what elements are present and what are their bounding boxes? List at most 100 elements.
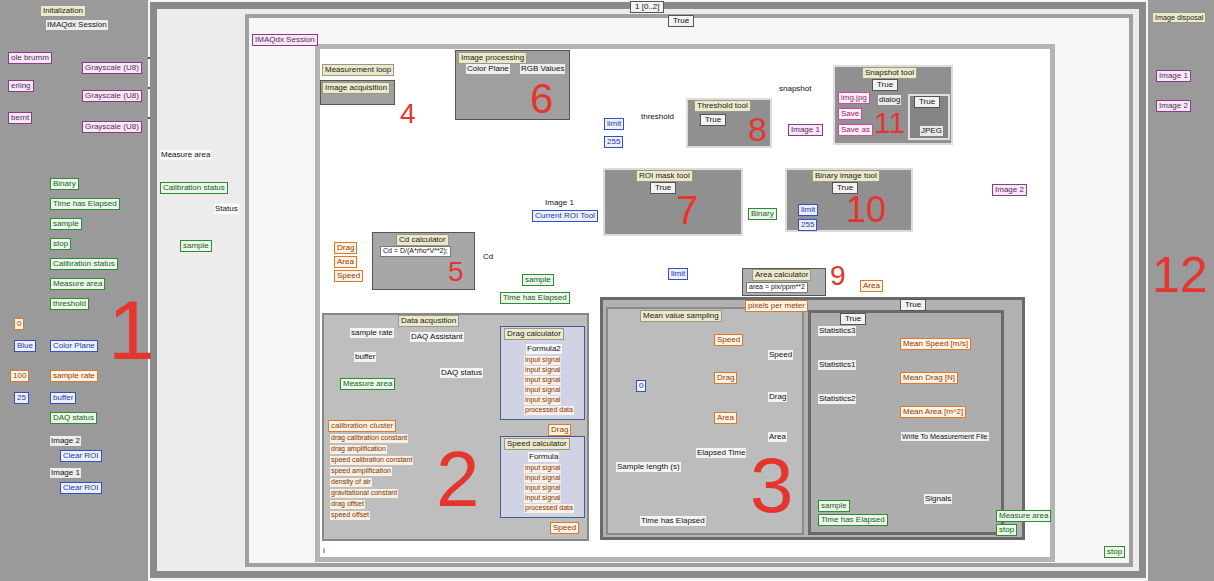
text-label: Area [768, 432, 787, 442]
cluster-element: density of air [330, 478, 372, 487]
boolean-terminal: Calibration status [160, 182, 228, 194]
integer-terminal: Blue [14, 340, 36, 352]
boolean-terminal: DAQ status [50, 412, 97, 424]
text-label: snapshot [778, 84, 812, 94]
structure-label: Area calculator [752, 269, 811, 281]
case-structure: ROI mask toolTrue [603, 168, 743, 236]
callout-number: 7 [676, 190, 698, 230]
numeric-terminal: Mean Drag [N] [900, 372, 958, 384]
callout-number: 8 [748, 112, 767, 146]
text-label: Image 1 [544, 198, 575, 208]
text-label: Elapsed Time [696, 448, 746, 458]
structure-label: Mean value sampling [640, 310, 722, 322]
text-label: Cd [482, 252, 494, 262]
image-terminal: erling [8, 80, 34, 92]
text-label: RGB Values [520, 64, 565, 74]
cluster-element: input signal [524, 366, 561, 375]
case-selector: True [700, 114, 726, 126]
structure-label: Image acquisition [322, 82, 390, 94]
integer-terminal: 25 [14, 392, 29, 404]
numeric-terminal: Drag [548, 424, 571, 436]
integer-terminal: limit [604, 118, 624, 130]
structure-label: Data acqusition [398, 315, 459, 327]
case-structure: TrueMeasurement loopImage acquisitionIma… [245, 14, 1133, 567]
structure-label: Threshold tool [694, 100, 751, 112]
case-selector: True [840, 313, 866, 325]
text-label: DAQ status [440, 368, 483, 378]
text-label: buffer [354, 352, 376, 362]
boolean-terminal: threshold [50, 298, 89, 310]
text-label: i [322, 546, 326, 556]
callout-number: 11 [874, 108, 905, 138]
numeric-terminal: Area [714, 412, 737, 424]
structure-label: Binary image tool [812, 170, 880, 182]
text-label: Statistics2 [818, 394, 856, 404]
structure-label: Speed calculator [504, 438, 570, 450]
string-constant: Save as [838, 124, 873, 136]
string-constant: Save [838, 108, 862, 120]
case-selector: True [872, 79, 898, 91]
image-terminal: bernt [8, 112, 32, 124]
cluster-element: input signal [524, 386, 561, 395]
callout-number: 1 [108, 288, 155, 372]
cluster-element: speed calibration constant [330, 456, 413, 465]
text-label: Image 2 [50, 436, 81, 446]
numeric-terminal: 100 [10, 370, 29, 382]
callout-number: 6 [530, 78, 553, 120]
integer-terminal: 0 [636, 380, 646, 392]
subvi-block: Image acquisition [320, 80, 395, 105]
cluster-element: processed data [524, 406, 574, 415]
callout-number: 9 [830, 262, 846, 290]
case-selector: True [668, 15, 694, 27]
cluster-element: input signal [524, 494, 561, 503]
callout-number: 3 [750, 446, 793, 524]
cluster-element: drag calibration constant [330, 434, 408, 443]
numeric-terminal: Drag [714, 372, 737, 384]
structure-label: Initalization [40, 5, 86, 17]
structure-label: Image disposal [1152, 12, 1206, 23]
image-terminal: Grayscale (U8) [82, 90, 142, 102]
text-label: Measure area [160, 150, 211, 160]
text-label: Speed [768, 350, 793, 360]
boolean-terminal: Measure area [50, 278, 105, 290]
structure-label: Image processing [458, 52, 527, 64]
formula-node: Area calculatorarea = pix/ppm**2 [742, 268, 826, 296]
case-selector: True [914, 96, 940, 108]
image-terminal: Grayscale (U8) [82, 121, 142, 133]
string-constant: img.jpg [838, 92, 870, 104]
text-label: Time has Elapsed [640, 516, 706, 526]
cluster-element: drag amplification [330, 445, 387, 454]
boolean-terminal: Measure area [996, 510, 1051, 522]
text-label: Signals [924, 494, 952, 504]
text-label: Formula2 [526, 344, 562, 354]
text-label: Status [214, 204, 239, 214]
text-label: Color Plane [466, 64, 510, 74]
integer-terminal: Clear ROI [60, 450, 102, 462]
cluster-element: processed data [524, 504, 574, 513]
structure-label: Cd calculator [396, 234, 449, 246]
integer-terminal: buffer [50, 392, 76, 404]
boolean-terminal: Measure area [340, 378, 395, 390]
numeric-terminal: sample rate [50, 370, 98, 382]
boolean-terminal: Time has Elapsed [50, 198, 120, 210]
case-structure: TrueMean value samplingTrue [600, 297, 1025, 540]
image-terminal: IMAQdx Session [252, 34, 318, 46]
numeric-terminal: Area [860, 280, 883, 292]
numeric-terminal: Speed [714, 334, 743, 346]
integer-terminal: Current ROI Tool [532, 210, 598, 222]
text-label: JPEG [920, 126, 943, 136]
image-terminal: Image 2 [992, 184, 1027, 196]
numeric-terminal: Speed [550, 522, 579, 534]
cluster-element: speed offset [330, 511, 370, 520]
boolean-terminal: Binary [50, 178, 79, 190]
text-label: IMAQdx Session [46, 20, 108, 30]
boolean-terminal: Calibration status [50, 258, 118, 270]
text-label: Write To Measurement File [901, 432, 989, 441]
callout-number: 10 [846, 192, 886, 228]
boolean-terminal: sample [180, 240, 212, 252]
while-loop: Measurement loopImage acquisitionImage p… [315, 44, 1055, 562]
boolean-terminal: Binary [748, 208, 777, 220]
text-label: DAQ Assistant [410, 332, 464, 342]
cluster-element: input signal [524, 474, 561, 483]
cluster-element: drag offset [330, 500, 365, 509]
